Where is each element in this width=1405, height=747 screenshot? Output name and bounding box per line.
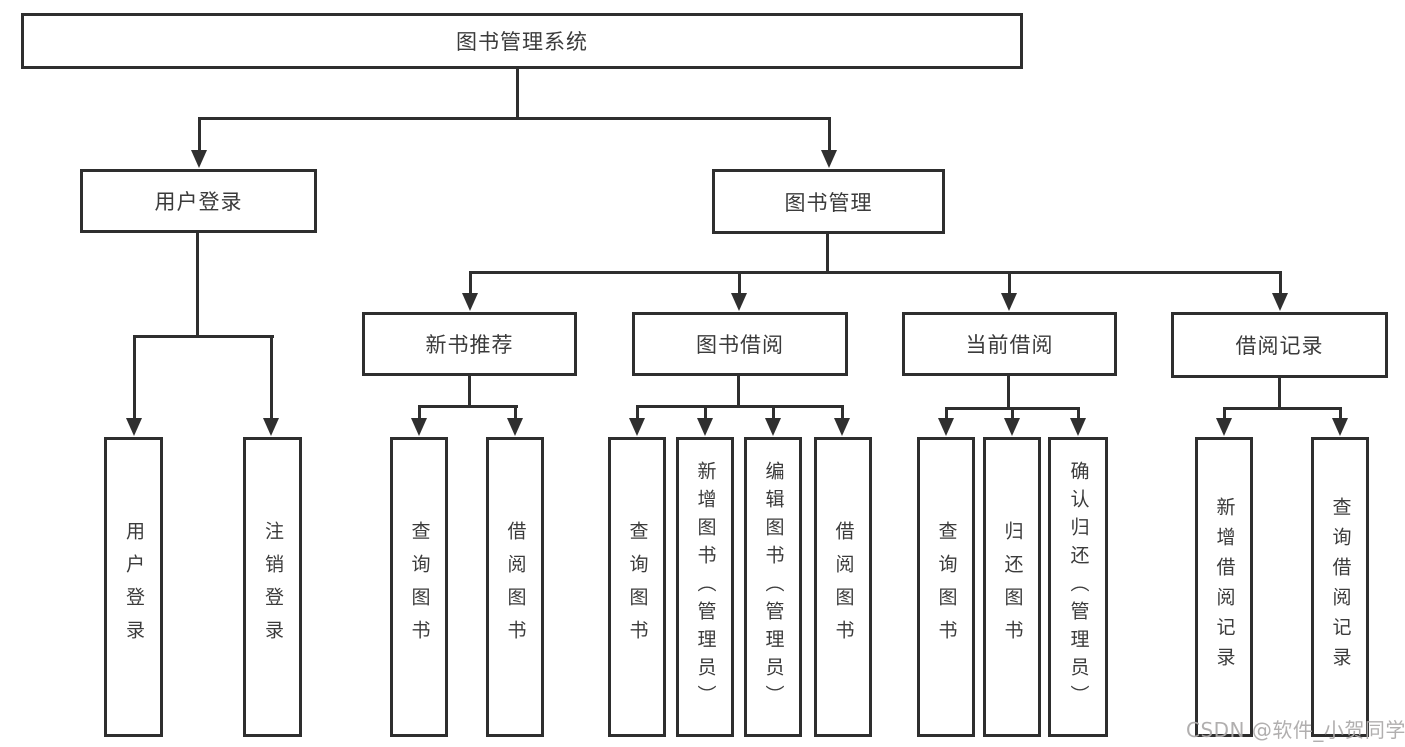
node-label: 编辑图书（管理员） — [762, 461, 785, 713]
arrow-down-icon — [834, 418, 850, 436]
arrow-down-icon — [1332, 418, 1348, 436]
node-label: 借阅图书 — [832, 521, 855, 653]
node-current-borrowing: 当前借阅 — [902, 312, 1117, 376]
node-borrow-books-1: 借阅图书 — [486, 437, 544, 737]
node-borrow-books-2: 借阅图书 — [814, 437, 872, 737]
arrow-down-icon — [1272, 293, 1288, 311]
node-label: 图书管理系统 — [456, 30, 588, 54]
connector-line — [1007, 376, 1010, 407]
connector-line — [1011, 407, 1014, 419]
connector-line — [468, 376, 471, 405]
node-query-books-2: 查询图书 — [608, 437, 666, 737]
connector-line — [1279, 271, 1282, 294]
node-edit-books-admin: 编辑图书（管理员） — [744, 437, 802, 737]
connector-line — [636, 405, 639, 419]
node-label: 新增图书（管理员） — [694, 461, 717, 713]
node-add-borrow-record: 新增借阅记录 — [1195, 437, 1253, 737]
connector-line — [133, 335, 274, 338]
connector-line — [1008, 271, 1011, 294]
connector-line — [704, 405, 707, 419]
csdn-watermark: CSDN @软件_小贺同学 — [1186, 718, 1405, 742]
arrow-down-icon — [126, 418, 142, 436]
connector-line — [828, 117, 831, 151]
arrow-down-icon — [411, 418, 427, 436]
connector-line — [516, 69, 519, 117]
node-query-borrow-record: 查询借阅记录 — [1311, 437, 1369, 737]
node-label: 图书借阅 — [696, 333, 784, 357]
node-library-management-system: 图书管理系统 — [21, 13, 1023, 69]
node-new-book-recommendation: 新书推荐 — [362, 312, 577, 376]
node-label: 查询图书 — [935, 521, 958, 653]
connector-line — [1223, 407, 1226, 419]
node-label: 图书管理 — [784, 190, 873, 215]
connector-line — [198, 117, 201, 151]
connector-line — [514, 405, 517, 419]
arrow-down-icon — [1001, 293, 1017, 311]
arrow-down-icon — [507, 418, 523, 436]
connector-line — [1077, 407, 1080, 419]
arrow-down-icon — [938, 418, 954, 436]
connector-line — [270, 335, 273, 419]
arrow-down-icon — [1216, 418, 1232, 436]
connector-line — [772, 405, 775, 419]
connector-line — [1339, 407, 1342, 419]
node-label: 借阅图书 — [504, 521, 527, 653]
arrow-down-icon — [765, 418, 781, 436]
node-book-management: 图书管理 — [712, 169, 945, 234]
node-label: 借阅记录 — [1235, 334, 1324, 358]
connector-line — [196, 233, 199, 335]
connector-line — [737, 376, 740, 405]
node-add-books-admin: 新增图书（管理员） — [676, 437, 734, 737]
node-logout: 注销登录 — [243, 437, 302, 737]
connector-line — [418, 405, 421, 419]
arrow-down-icon — [462, 293, 478, 311]
connector-line — [198, 117, 831, 120]
node-query-books-3: 查询图书 — [917, 437, 975, 737]
arrow-down-icon — [191, 150, 207, 168]
node-user-login: 用户登录 — [80, 169, 317, 233]
connector-line — [636, 405, 844, 408]
connector-line — [945, 407, 948, 419]
connector-line — [738, 271, 741, 294]
arrow-down-icon — [821, 150, 837, 168]
arrow-down-icon — [1004, 418, 1020, 436]
node-label: 查询图书 — [408, 521, 431, 653]
node-return-books: 归还图书 — [983, 437, 1041, 737]
node-label: 用户登录 — [154, 190, 243, 214]
node-query-books-1: 查询图书 — [390, 437, 448, 737]
node-label: 注销登录 — [262, 521, 284, 653]
arrow-down-icon — [731, 293, 747, 311]
connector-line — [1223, 407, 1342, 410]
arrow-down-icon — [697, 418, 713, 436]
connector-line — [133, 335, 136, 419]
connector-line — [418, 405, 518, 408]
node-label: 新书推荐 — [425, 333, 514, 357]
node-label: 当前借阅 — [965, 333, 1054, 357]
connector-line — [1278, 378, 1281, 407]
node-label: 查询图书 — [626, 521, 649, 653]
connector-line — [469, 271, 1282, 274]
connector-line — [841, 405, 844, 419]
node-label: 用户登录 — [123, 521, 145, 653]
node-user-login-leaf: 用户登录 — [104, 437, 163, 737]
node-label: 确认归还（管理员） — [1067, 461, 1090, 713]
arrow-down-icon — [263, 418, 279, 436]
node-label: 归还图书 — [1001, 521, 1024, 653]
connector-line — [469, 271, 472, 294]
node-book-borrowing: 图书借阅 — [632, 312, 848, 376]
arrow-down-icon — [629, 418, 645, 436]
node-confirm-return-admin: 确认归还（管理员） — [1048, 437, 1108, 737]
node-label: 新增借阅记录 — [1213, 497, 1236, 677]
arrow-down-icon — [1070, 418, 1086, 436]
node-label: 查询借阅记录 — [1329, 497, 1352, 677]
connector-line — [826, 234, 829, 271]
node-borrowing-records: 借阅记录 — [1171, 312, 1388, 378]
